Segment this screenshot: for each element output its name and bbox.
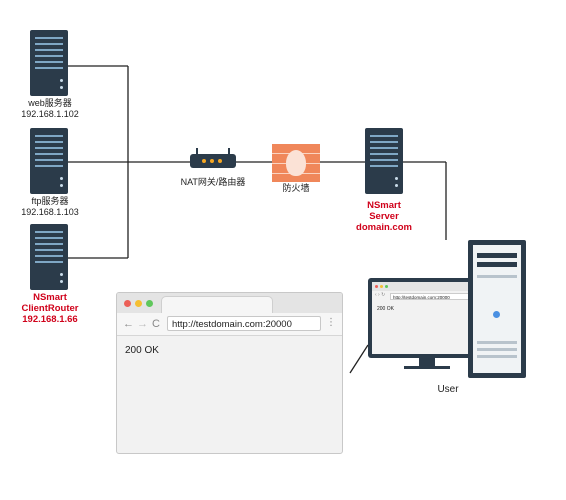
browser-titlebar [117, 293, 342, 314]
nat-router-label: NAT网关/路由器 [180, 177, 246, 187]
user-monitor: ‹ › ↻ http://testdomain.com:20000 200 OK [368, 278, 486, 358]
nat-router-icon [190, 148, 236, 168]
client-router-name: NSmart [33, 292, 67, 303]
firewall-label: 防火墙 [282, 183, 310, 193]
forward-arrow-icon[interactable]: → [137, 318, 148, 330]
browser-tab[interactable] [161, 296, 273, 314]
minimize-dot-icon[interactable] [135, 300, 142, 307]
monitor-screen: ‹ › ↻ http://testdomain.com:20000 200 OK [372, 282, 482, 354]
ftp-server-name: ftp服务器 [31, 196, 69, 206]
close-dot-icon[interactable] [124, 300, 131, 307]
monitor-stand [419, 358, 435, 366]
address-bar[interactable]: http://testdomain.com:20000 [167, 316, 321, 331]
monitor-base [404, 366, 450, 369]
nsmart-server-domain: domain.com [356, 222, 412, 233]
browser-window: ← → C http://testdomain.com:20000 ⋮ 200 … [116, 292, 343, 454]
client-router-ip: 192.168.1.66 [22, 314, 78, 325]
nsmart-server-sub: Server [369, 211, 399, 222]
monitor-browser-wire [349, 344, 369, 374]
ftp-server-ip: 192.168.1.103 [21, 207, 79, 217]
user-pc-tower-icon [468, 240, 526, 378]
mini-page-content: 200 OK [377, 306, 394, 312]
menu-icon[interactable]: ⋮ [326, 317, 336, 328]
web-server-name: web服务器 [28, 98, 72, 108]
web-server-label: web服务器 192.168.1.102 [10, 98, 90, 120]
web-server-ip: 192.168.1.102 [21, 109, 79, 119]
nsmart-server-name: NSmart [367, 200, 401, 211]
back-arrow-icon[interactable]: ← [123, 318, 134, 330]
mini-nav-icons: ‹ › ↻ [375, 292, 386, 298]
maximize-dot-icon[interactable] [146, 300, 153, 307]
mini-address-bar: http://testdomain.com:20000 [390, 293, 476, 300]
client-router-sub: ClientRouter [21, 303, 79, 314]
mini-titlebar [372, 282, 482, 291]
nsmart-server-label: NSmart Server domain.com [342, 200, 426, 233]
firewall-icon [272, 144, 320, 182]
browser-toolbar: ← → C http://testdomain.com:20000 ⋮ [117, 313, 342, 336]
user-label: User [437, 384, 459, 395]
client-router-label: NSmart ClientRouter 192.168.1.66 [5, 292, 95, 325]
ftp-server-label: ftp服务器 192.168.1.103 [10, 196, 90, 218]
reload-icon[interactable]: C [152, 318, 160, 330]
page-content: 200 OK [125, 345, 159, 356]
